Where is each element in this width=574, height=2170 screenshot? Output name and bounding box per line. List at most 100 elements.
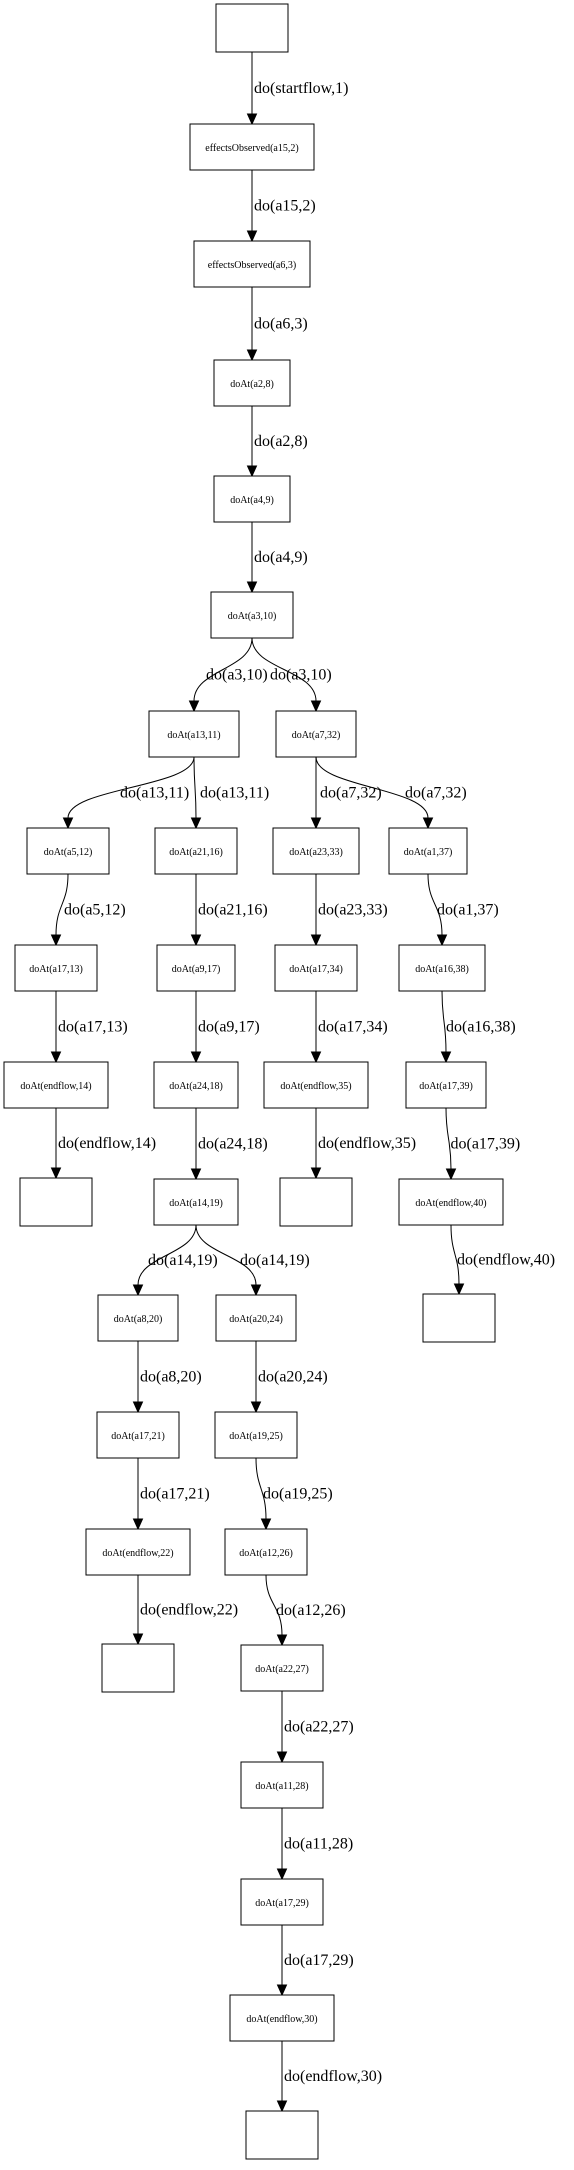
flow-node: doAt(a12,26) bbox=[224, 1528, 308, 1576]
edge-label: do(a4,9) bbox=[254, 549, 308, 566]
edge-line bbox=[55, 873, 69, 936]
node-box bbox=[214, 1411, 298, 1459]
node-label: doAt(a17,39) bbox=[419, 1081, 473, 1092]
node-label: doAt(a19,25) bbox=[229, 1431, 283, 1442]
edge: do(a12,26) bbox=[265, 1574, 346, 1647]
edge-label: do(endflow,40) bbox=[457, 1252, 555, 1269]
node-box bbox=[3, 1061, 109, 1109]
edge-label: do(a19,25) bbox=[263, 1486, 333, 1503]
edge: do(a19,25) bbox=[255, 1457, 333, 1531]
flow-node: doAt(a22,27) bbox=[240, 1644, 324, 1692]
edge-label: do(a17,29) bbox=[284, 1952, 354, 1969]
arrow-head-icon bbox=[453, 1283, 465, 1296]
flow-node: doAt(endflow,30) bbox=[229, 1994, 335, 2042]
edge: do(endflow,35) bbox=[310, 1107, 416, 1180]
node-label: doAt(a3,10) bbox=[228, 611, 277, 622]
edge-label: do(a8,20) bbox=[140, 1369, 202, 1386]
flow-node: doAt(a2,8) bbox=[213, 359, 291, 407]
node-label: doAt(a17,34) bbox=[289, 964, 343, 975]
node-label: doAt(a5,12) bbox=[44, 847, 93, 858]
edge-line bbox=[193, 637, 253, 702]
node-box bbox=[189, 123, 315, 171]
node-label: effectsObserved(a6,3) bbox=[208, 260, 296, 271]
flow-node: doAt(a13,11) bbox=[148, 710, 240, 758]
edge-label: do(a9,17) bbox=[198, 1019, 260, 1036]
flow-node: doAt(a11,28) bbox=[240, 1761, 324, 1809]
edge-line bbox=[315, 756, 429, 819]
edge: do(a9,17) bbox=[190, 991, 260, 1064]
edge: do(a11,28) bbox=[276, 1807, 353, 1881]
edge-label: do(endflow,22) bbox=[140, 1602, 238, 1619]
edge-line bbox=[450, 1224, 460, 1285]
arrow-head-icon bbox=[190, 1168, 202, 1181]
edge: do(a7,32) bbox=[310, 756, 382, 830]
terminal-node bbox=[279, 1177, 353, 1227]
arrow-head-icon bbox=[440, 1051, 452, 1064]
edge-line bbox=[427, 873, 443, 936]
node-box bbox=[224, 1528, 308, 1576]
edge-label: do(a3,10) bbox=[206, 667, 268, 684]
node-label: doAt(a2,8) bbox=[230, 379, 274, 390]
node-box bbox=[154, 827, 238, 875]
edge-line bbox=[193, 756, 197, 819]
arrow-head-icon bbox=[276, 1634, 288, 1647]
arrow-head-icon bbox=[50, 934, 62, 947]
node-label: doAt(a9,17) bbox=[172, 964, 221, 975]
flow-node: doAt(a3,10) bbox=[210, 591, 294, 639]
node-box bbox=[422, 1293, 496, 1343]
edge: do(a15,2) bbox=[246, 170, 316, 243]
edge-label: do(a7,32) bbox=[405, 785, 467, 802]
flow-node: doAt(endflow,22) bbox=[85, 1528, 191, 1576]
node-label: doAt(a14,19) bbox=[169, 1198, 223, 1209]
node-box bbox=[272, 827, 360, 875]
node-box bbox=[96, 1411, 180, 1459]
edge: do(a21,16) bbox=[190, 874, 268, 947]
arrow-head-icon bbox=[190, 1051, 202, 1064]
arrow-head-icon bbox=[276, 1751, 288, 1764]
node-box bbox=[193, 240, 311, 288]
terminal-node bbox=[215, 3, 289, 53]
arrow-head-icon bbox=[132, 1401, 144, 1414]
edge: do(startflow,1) bbox=[246, 52, 349, 126]
node-box bbox=[156, 944, 236, 992]
node-label: doAt(a13,11) bbox=[167, 730, 220, 741]
flow-node: doAt(a9,17) bbox=[156, 944, 236, 992]
node-label: doAt(a4,9) bbox=[230, 495, 274, 506]
terminal-node bbox=[245, 2110, 319, 2160]
node-label: doAt(a8,20) bbox=[114, 1314, 163, 1325]
edge-label: do(a13,11) bbox=[120, 785, 189, 802]
flow-node: doAt(a14,19) bbox=[153, 1178, 239, 1226]
node-box bbox=[398, 944, 486, 992]
terminal-node bbox=[422, 1293, 496, 1343]
flow-node: doAt(endflow,35) bbox=[263, 1061, 369, 1109]
arrow-head-icon bbox=[310, 1167, 322, 1180]
edge: do(a1,37) bbox=[427, 873, 499, 947]
edge-label: do(a14,19) bbox=[240, 1252, 310, 1269]
flow-node: effectsObserved(a6,3) bbox=[193, 240, 311, 288]
edge-label: do(a14,19) bbox=[148, 1252, 218, 1269]
edge-label: do(endflow,14) bbox=[58, 1135, 156, 1152]
flow-node: doAt(a8,20) bbox=[97, 1294, 179, 1342]
edge-line bbox=[67, 756, 195, 819]
flow-node: doAt(endflow,40) bbox=[398, 1178, 504, 1226]
flow-node: doAt(a17,29) bbox=[240, 1878, 324, 1926]
arrow-head-icon bbox=[310, 817, 322, 830]
edge: do(endflow,14) bbox=[50, 1108, 156, 1180]
edge: do(a22,27) bbox=[276, 1690, 354, 1764]
node-box bbox=[388, 827, 468, 875]
edge-label: do(a15,2) bbox=[254, 198, 316, 215]
edge: do(a17,34) bbox=[310, 990, 388, 1064]
edge: do(a14,19) bbox=[132, 1224, 218, 1297]
arrow-head-icon bbox=[246, 349, 258, 362]
arrow-head-icon bbox=[50, 1167, 62, 1180]
flow-node: doAt(a5,12) bbox=[26, 827, 110, 875]
edge-label: do(a24,18) bbox=[198, 1136, 268, 1153]
edge: do(a3,10) bbox=[251, 637, 332, 713]
edge: do(a24,18) bbox=[190, 1108, 268, 1181]
arrow-head-icon bbox=[188, 700, 200, 713]
arrow-head-icon bbox=[132, 1633, 144, 1646]
terminal-node bbox=[19, 1177, 93, 1227]
edge: do(a17,13) bbox=[50, 991, 128, 1064]
node-label: doAt(a20,24) bbox=[229, 1314, 283, 1325]
flow-node: doAt(a7,32) bbox=[275, 710, 357, 758]
